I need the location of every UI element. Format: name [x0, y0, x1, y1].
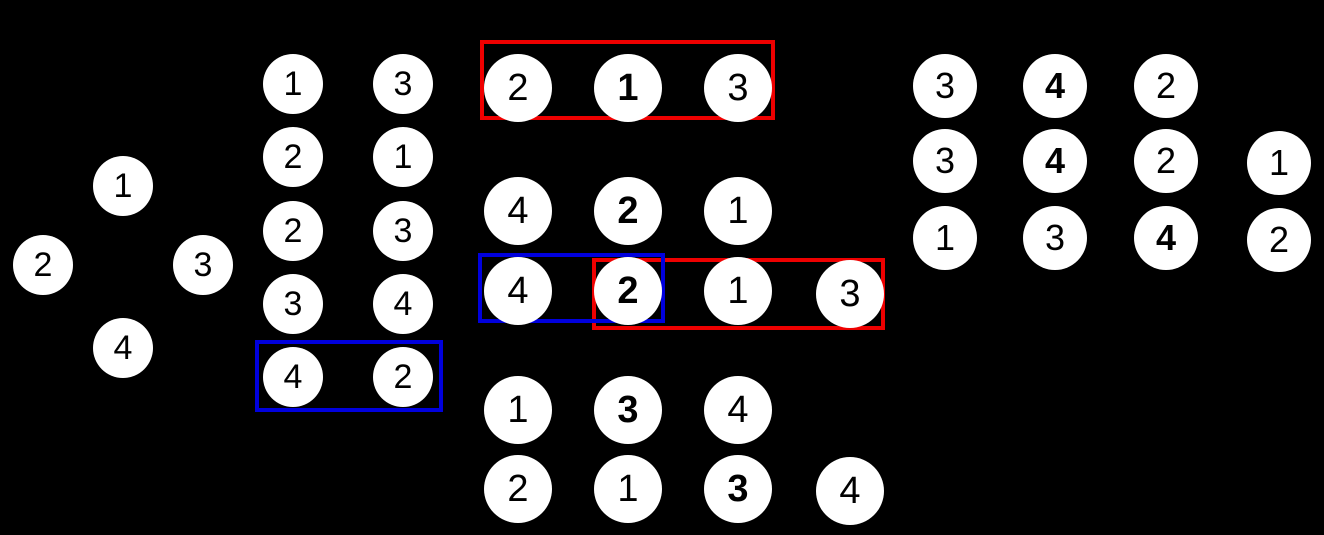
- node-circle[interactable]: 3: [373, 54, 433, 114]
- node-circle[interactable]: 3: [913, 54, 977, 118]
- node-circle[interactable]: 2: [594, 257, 662, 325]
- node-circle[interactable]: 3: [263, 274, 323, 334]
- node-circle[interactable]: 1: [373, 127, 433, 187]
- node-circle[interactable]: 3: [704, 54, 772, 122]
- highlight-box-blue: [478, 253, 665, 323]
- node-circle[interactable]: 2: [373, 347, 433, 407]
- node-circle[interactable]: 2: [263, 201, 323, 261]
- node-circle[interactable]: 4: [1023, 129, 1087, 193]
- node-circle[interactable]: 4: [704, 376, 772, 444]
- node-circle[interactable]: 2: [484, 455, 552, 523]
- node-circle[interactable]: 2: [484, 54, 552, 122]
- node-circle[interactable]: 1: [93, 156, 153, 216]
- node-circle[interactable]: 1: [704, 177, 772, 245]
- highlight-box-blue: [255, 340, 443, 412]
- node-circle[interactable]: 1: [1247, 131, 1311, 195]
- node-circle[interactable]: 1: [913, 206, 977, 270]
- node-circle[interactable]: 2: [594, 177, 662, 245]
- node-circle[interactable]: 4: [816, 457, 884, 525]
- node-circle[interactable]: 2: [1134, 54, 1198, 118]
- node-circle[interactable]: 3: [1023, 206, 1087, 270]
- node-circle[interactable]: 1: [263, 54, 323, 114]
- node-circle[interactable]: 3: [373, 201, 433, 261]
- node-circle[interactable]: 3: [816, 260, 884, 328]
- node-circle[interactable]: 2: [1247, 208, 1311, 272]
- node-circle[interactable]: 4: [1023, 54, 1087, 118]
- node-circle[interactable]: 2: [263, 127, 323, 187]
- node-circle[interactable]: 1: [594, 455, 662, 523]
- node-circle[interactable]: 4: [484, 177, 552, 245]
- node-circle[interactable]: 3: [173, 235, 233, 295]
- node-circle[interactable]: 1: [594, 54, 662, 122]
- node-circle[interactable]: 4: [1134, 206, 1198, 270]
- node-circle[interactable]: 2: [13, 235, 73, 295]
- node-circle[interactable]: 3: [704, 455, 772, 523]
- node-circle[interactable]: 4: [373, 274, 433, 334]
- node-circle[interactable]: 3: [594, 376, 662, 444]
- node-circle[interactable]: 3: [913, 129, 977, 193]
- node-circle[interactable]: 4: [93, 318, 153, 378]
- node-circle[interactable]: 4: [484, 257, 552, 325]
- node-circle[interactable]: 4: [263, 347, 323, 407]
- node-circle[interactable]: 2: [1134, 129, 1198, 193]
- node-circle[interactable]: 1: [484, 376, 552, 444]
- node-circle[interactable]: 1: [704, 257, 772, 325]
